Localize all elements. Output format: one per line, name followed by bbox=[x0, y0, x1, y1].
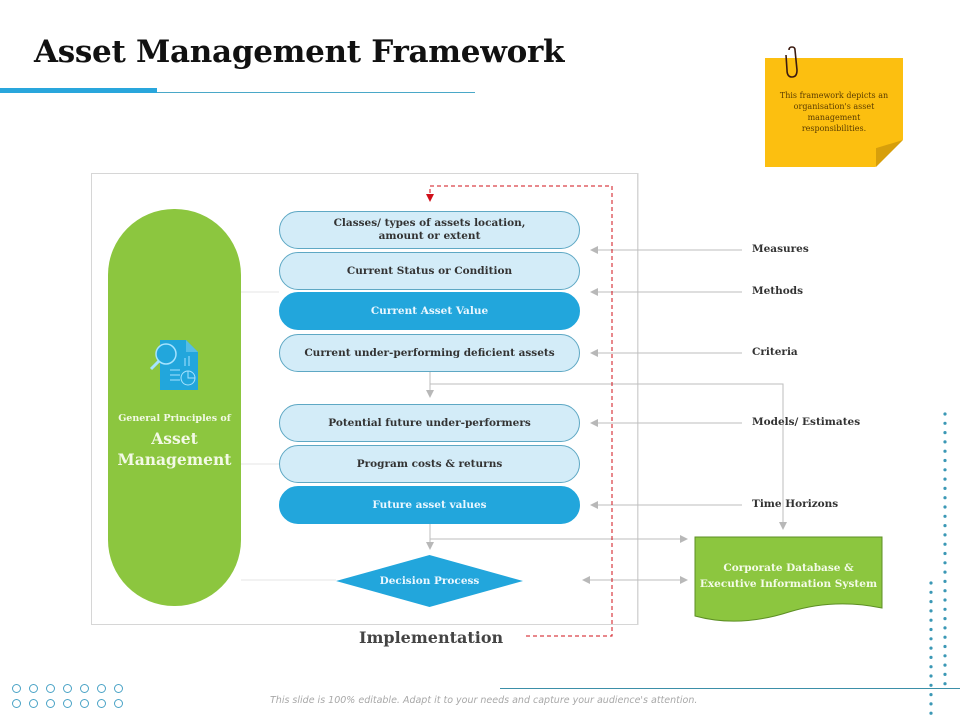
panel-title: Asset Management bbox=[117, 429, 232, 469]
input-label-time-horizons: Time Horizons bbox=[752, 498, 839, 510]
input-label-measures: Measures bbox=[752, 243, 809, 255]
step-label: Future asset values bbox=[372, 498, 487, 511]
step-future-asset-values: Future asset values bbox=[279, 486, 580, 524]
feedback-loop-arrow bbox=[426, 185, 613, 637]
panel-subtitle: General Principles of bbox=[118, 413, 231, 424]
page-title: Asset Management Framework bbox=[34, 34, 565, 70]
paperclip-icon bbox=[785, 46, 798, 78]
implementation-label: Implementation bbox=[359, 628, 504, 647]
footer-note: This slide is 100% editable. Adapt it to… bbox=[270, 695, 698, 706]
step-current-status: Current Status or Condition bbox=[279, 252, 580, 290]
title-underline bbox=[157, 92, 475, 93]
step-label: Current under-performing deficient asset… bbox=[304, 346, 555, 359]
step-asset-classes: Classes/ types of assets location, amoun… bbox=[279, 211, 580, 249]
step-program-costs: Program costs & returns bbox=[279, 445, 580, 483]
input-label-criteria: Criteria bbox=[752, 346, 798, 358]
corporate-database-shape bbox=[694, 536, 883, 622]
title-underline-accent bbox=[0, 88, 157, 93]
step-label: Classes/ types of assets location, amoun… bbox=[333, 217, 526, 242]
step-label: Current Asset Value bbox=[370, 304, 489, 317]
step-label: Program costs & returns bbox=[356, 457, 503, 470]
step-label: Potential future under-performers bbox=[328, 416, 531, 429]
document-analysis-icon bbox=[149, 340, 198, 390]
general-principles-panel bbox=[108, 209, 241, 606]
database-label-line1: Corporate Database & bbox=[723, 562, 854, 574]
sticky-note-text: This framework depicts an organisation's… bbox=[779, 91, 889, 133]
input-label-methods: Methods bbox=[752, 285, 804, 297]
arrow-to-database-top bbox=[430, 383, 787, 530]
corporate-database-label: Corporate Database & Executive Informati… bbox=[694, 560, 883, 592]
step-current-underperforming: Current under-performing deficient asset… bbox=[279, 334, 580, 372]
decision-process-label: Decision Process bbox=[379, 575, 480, 587]
circle-dots-decoration bbox=[12, 684, 131, 708]
footer-line bbox=[500, 688, 960, 689]
step-label: Current Status or Condition bbox=[346, 264, 513, 277]
input-label-models: Models/ Estimates bbox=[752, 416, 861, 428]
database-label-line2: Executive Information System bbox=[699, 578, 878, 590]
step-potential-underperformers: Potential future under-performers bbox=[279, 404, 580, 442]
step-current-asset-value: Current Asset Value bbox=[279, 292, 580, 330]
